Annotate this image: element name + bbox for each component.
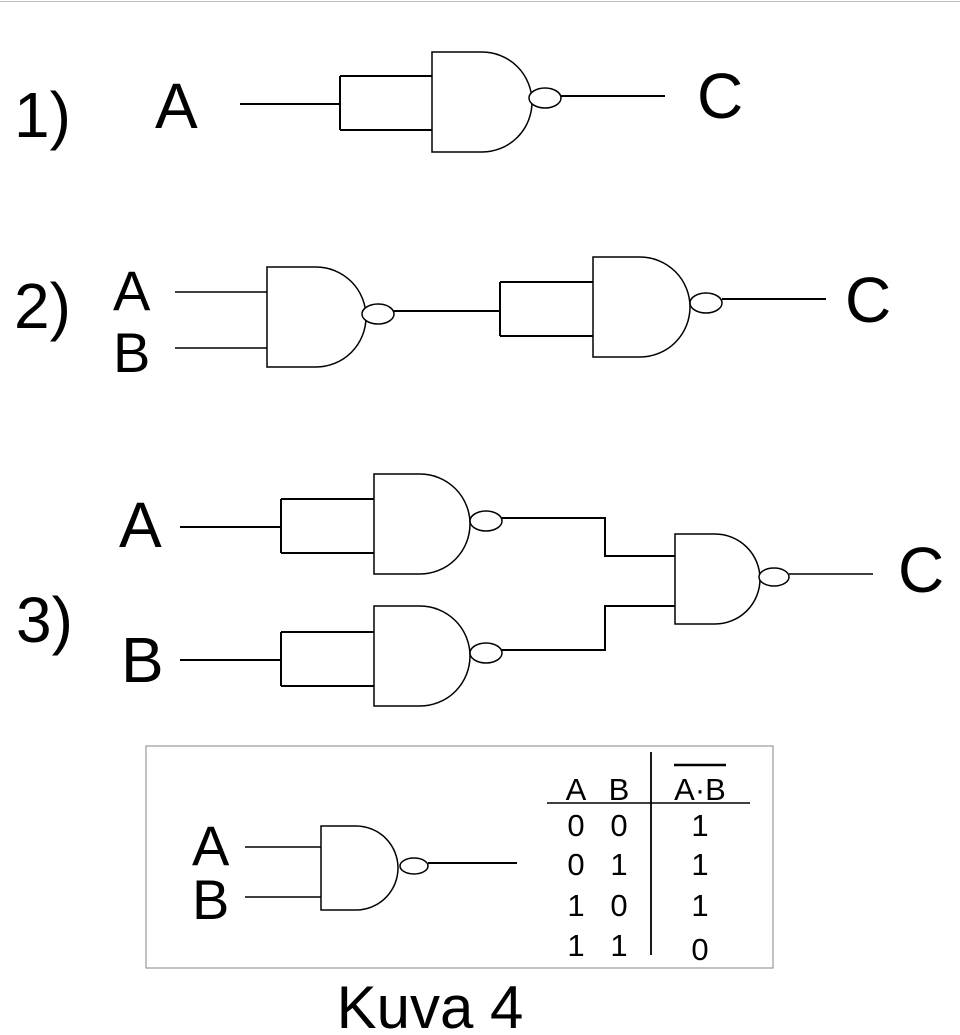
circuit-1: 1) A C (14, 51, 743, 153)
truth-table: A B A·B 0 0 1 0 1 1 1 0 1 1 1 0 (547, 752, 750, 967)
circuit-2-input-wires (175, 291, 267, 349)
circuit-2-number: 2) (14, 270, 71, 342)
circuit-3-nand-gate-final (674, 533, 761, 625)
circuit-2-output-label: C (845, 264, 891, 336)
truth-table-cell: 1 (567, 888, 584, 923)
truth-table-cell: 1 (610, 847, 627, 882)
truth-table-cell: 0 (691, 932, 708, 967)
circuit-2-nand-gate-1 (266, 266, 367, 368)
circuit-3-number: 3) (16, 584, 73, 656)
circuit-1-output-label: C (697, 60, 743, 132)
truth-table-cell: 1 (691, 808, 708, 843)
circuit-2-middle-wire (394, 281, 593, 337)
legend-nand-gate (320, 825, 399, 911)
circuit-2-input-b-label: B (113, 321, 150, 384)
legend-input-wires (245, 846, 321, 898)
truth-table-cell: 1 (567, 928, 584, 963)
circuit-1-input-wire (240, 75, 432, 131)
legend-input-b-label: B (192, 868, 229, 931)
circuit-3-input-b-label: B (121, 624, 164, 696)
circuit-2-input-a-label: A (113, 259, 151, 322)
circuit-3-final-bubble (758, 567, 790, 587)
truth-table-cell: 0 (610, 888, 627, 923)
truth-table-header-b: B (609, 772, 630, 807)
circuit-3-top-to-final-wire (502, 517, 675, 557)
circuit-3-bottom-bubble (469, 642, 503, 664)
circuit-3-input-a-wire (180, 498, 374, 554)
truth-table-cell: 1 (691, 847, 708, 882)
truth-table-cell: 1 (610, 928, 627, 963)
circuit-3-nand-gate-top (373, 473, 471, 575)
legend-input-a-label: A (192, 814, 230, 877)
figure-caption: Kuva 4 (337, 974, 524, 1035)
circuit-3-top-bubble (469, 510, 503, 532)
circuit-2: 2) A B C (14, 256, 891, 384)
circuit-2-nand-gate-2 (592, 256, 691, 358)
circuit-2-gate-2-bubble (689, 292, 723, 314)
circuit-1-input-a-label: A (155, 70, 198, 142)
circuit-3-bottom-to-final-wire (502, 605, 675, 651)
circuit-3-input-a-label: A (119, 489, 162, 561)
circuit-1-inversion-bubble (528, 87, 562, 109)
truth-table-header-a: A (566, 772, 587, 807)
truth-table-cell: 0 (610, 808, 627, 843)
circuit-3-nand-gate-bottom (373, 605, 471, 707)
circuit-1-number: 1) (14, 79, 71, 151)
circuit-1-nand-gate (431, 51, 533, 153)
truth-table-cell: 0 (567, 847, 584, 882)
circuit-3-output-label: C (898, 534, 944, 606)
legend-frame (145, 745, 774, 969)
circuit-3: 3) A B C (16, 473, 944, 707)
truth-table-cell: 1 (691, 888, 708, 923)
circuit-2-gate-1-bubble (361, 303, 395, 325)
circuit-3-input-b-wire (180, 631, 374, 687)
legend-nand-bubble (399, 857, 429, 875)
legend-box: A B A B A·B 0 0 1 0 1 1 1 0 1 1 1 0 (145, 745, 774, 969)
truth-table-cell: 0 (567, 808, 584, 843)
truth-table-header-output: A·B (674, 772, 726, 807)
